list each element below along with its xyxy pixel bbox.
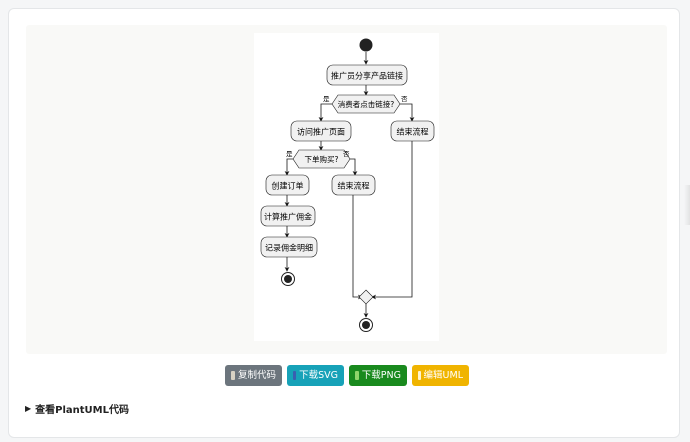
stop-node-2 bbox=[359, 318, 373, 332]
action-share-label: 推广员分享产品链接 bbox=[331, 71, 403, 81]
action-record bbox=[260, 236, 318, 258]
action-share bbox=[326, 64, 408, 86]
image-icon bbox=[355, 371, 359, 380]
triangle-right-icon: ▶ bbox=[25, 404, 32, 413]
branch-no-1: 否 bbox=[401, 95, 408, 103]
action-end-2 bbox=[331, 174, 376, 196]
action-calc bbox=[260, 205, 316, 227]
diagram-card: 推广员分享产品链接 消费者点击链接? 是 否 访问推广页面 结束流程 bbox=[8, 8, 680, 438]
stop-node-1 bbox=[281, 272, 295, 286]
scroll-edge-shadow bbox=[684, 185, 690, 225]
edit-uml-label: 编辑UML bbox=[423, 370, 463, 381]
action-end-1-label: 结束流程 bbox=[397, 127, 429, 137]
memo-icon bbox=[418, 371, 421, 380]
start-node bbox=[359, 38, 373, 52]
download-png-label: 下载PNG bbox=[361, 370, 401, 381]
download-svg-label: 下载SVG bbox=[299, 370, 338, 381]
action-visit-label: 访问推广页面 bbox=[297, 127, 345, 137]
decision-click-label: 消费者点击链接? bbox=[338, 99, 394, 109]
action-order-label: 创建订单 bbox=[272, 181, 304, 191]
diagram-panel: 推广员分享产品链接 消费者点击链接? 是 否 访问推广页面 结束流程 bbox=[26, 25, 667, 354]
decision-buy-label: 下单购买? bbox=[305, 154, 339, 164]
download-svg-button[interactable]: 下载SVG bbox=[287, 365, 344, 386]
edit-uml-button[interactable]: 编辑UML bbox=[412, 365, 469, 386]
action-end-2-label: 结束流程 bbox=[338, 181, 370, 191]
plantuml-code-toggle[interactable]: ▶ 查看PlantUML代码 bbox=[25, 401, 129, 416]
action-order bbox=[265, 174, 310, 196]
action-calc-label: 计算推广佣金 bbox=[264, 212, 312, 222]
merge-node bbox=[358, 289, 374, 305]
action-record-label: 记录佣金明细 bbox=[265, 243, 313, 253]
activity-diagram: 推广员分享产品链接 消费者点击链接? 是 否 访问推广页面 结束流程 bbox=[254, 33, 439, 341]
floppy-icon bbox=[293, 371, 297, 380]
plantuml-code-summary: 查看PlantUML代码 bbox=[35, 405, 130, 416]
branch-yes-1: 是 bbox=[323, 95, 330, 103]
diagram-toolbar: 复制代码 下载SVG 下载PNG 编辑UML bbox=[225, 365, 469, 387]
copy-code-button[interactable]: 复制代码 bbox=[225, 365, 282, 386]
branch-yes-2: 是 bbox=[286, 150, 293, 158]
branch-no-2: 否 bbox=[343, 150, 350, 158]
download-png-button[interactable]: 下载PNG bbox=[349, 365, 407, 386]
copy-code-label: 复制代码 bbox=[237, 370, 276, 381]
action-end-1 bbox=[390, 120, 435, 142]
clipboard-icon bbox=[231, 371, 235, 380]
